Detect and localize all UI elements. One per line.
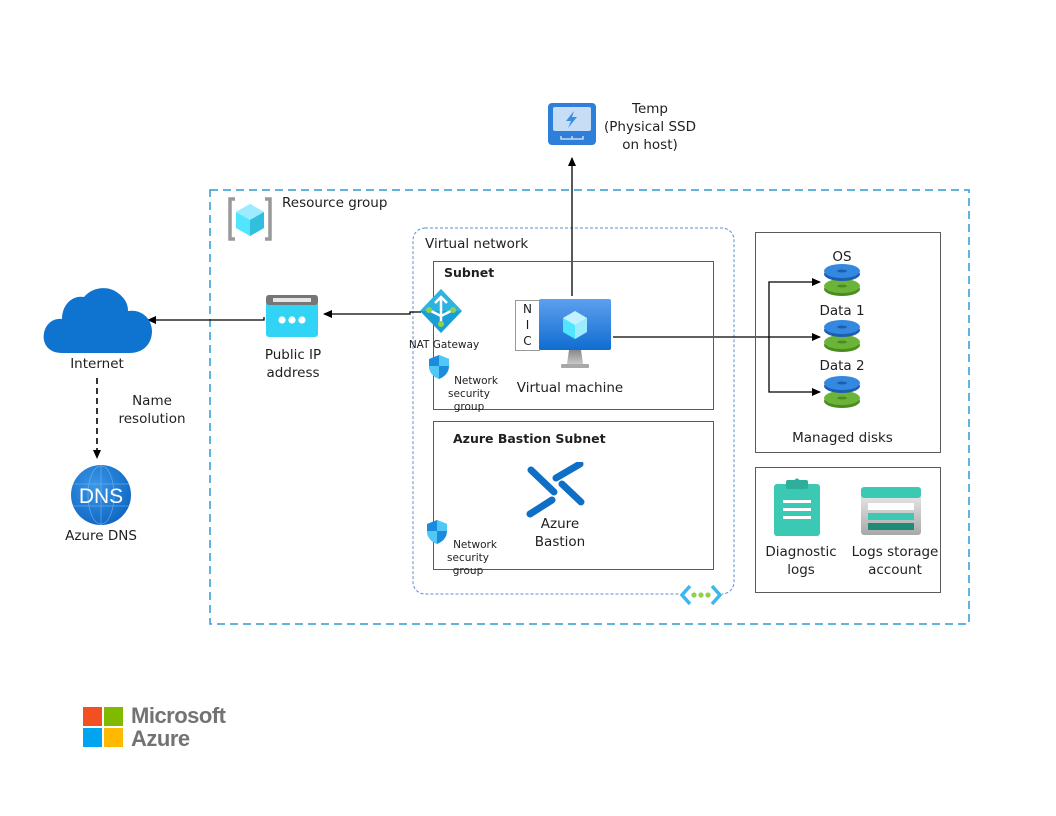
subnet-box [433, 261, 714, 410]
public-ip-to-internet-arrow [147, 316, 265, 324]
disk-os-icon[interactable] [823, 262, 861, 298]
temp-ssd-label: Temp (Physical SSD on host) [600, 100, 700, 154]
logs-storage-account-icon[interactable] [860, 486, 922, 536]
public-ip-line1: Public IP [264, 347, 322, 363]
temp-ssd-icon [547, 102, 597, 146]
bastion-line1: Azure [540, 516, 580, 532]
public-ip-icon[interactable] [265, 294, 319, 338]
bastion-nsg-line1: Network [453, 539, 497, 551]
resource-group-boundary [209, 189, 970, 625]
disk-data1-icon[interactable] [823, 318, 861, 354]
internet-label: Internet [70, 356, 124, 372]
resource-group-label: Resource group [282, 195, 388, 211]
microsoft-logo-icon [83, 707, 123, 747]
internet-cloud-icon[interactable] [42, 285, 154, 355]
name-resolution-line2: resolution [118, 411, 186, 427]
temp-label-line3: on host) [622, 137, 678, 153]
azure-dns-label: Azure DNS [65, 528, 137, 544]
nsg-line2: security group [448, 388, 490, 413]
dns-icon-text: DNS [79, 485, 123, 508]
virtual-machine-icon[interactable] [539, 299, 611, 371]
logs-storage-label: Logs storage account [846, 543, 944, 579]
virtual-network-label: Virtual network [425, 236, 529, 252]
virtual-machine-label: Virtual machine [516, 380, 624, 396]
nsg-line1: Network [454, 375, 498, 387]
nic-letter-n: N [523, 302, 532, 316]
disk-os-arrow [768, 278, 821, 337]
bastion-subnet-label: Azure Bastion Subnet [453, 431, 606, 446]
diagnostic-logs-label: Diagnostic logs [758, 543, 844, 579]
azure-bastion-icon[interactable] [526, 460, 586, 518]
managed-disks-box [755, 232, 941, 453]
diagnostic-line1: Diagnostic [765, 544, 837, 560]
disk-data2-icon[interactable] [823, 374, 861, 410]
azure-dns-icon[interactable]: DNS [70, 464, 132, 526]
azure-bastion-label: Azure Bastion [520, 515, 600, 551]
virtual-network-icon [679, 584, 723, 606]
disk-data2-arrow [768, 337, 821, 396]
bastion-nsg-shield-icon [426, 519, 448, 545]
nat-gateway-icon[interactable] [419, 288, 463, 334]
name-resolution-line1: Name [132, 393, 172, 409]
temp-label-line1: Temp [632, 101, 668, 117]
nic-letter-c: C [523, 334, 532, 348]
nic-letter-i: I [525, 318, 530, 332]
managed-disks-label: Managed disks [792, 430, 893, 446]
nsg-shield-icon [428, 354, 450, 380]
storage-line2: account [868, 562, 922, 578]
storage-line1: Logs storage [851, 544, 939, 560]
logs-box [755, 467, 941, 593]
disk-os-label: OS [832, 249, 852, 265]
diagnostic-line2: logs [787, 562, 815, 578]
subnet-nsg-label: Network security group [432, 375, 506, 414]
public-ip-line2: address [266, 365, 320, 381]
bastion-line2: Bastion [534, 534, 586, 550]
nic-box[interactable]: N I C [515, 300, 540, 351]
brand-microsoft: Microsoft [131, 703, 226, 728]
disk-data2-label: Data 2 [819, 358, 865, 374]
diagnostic-logs-icon[interactable] [772, 478, 822, 538]
resource-group-icon [226, 196, 274, 242]
subnet-label: Subnet [444, 265, 495, 280]
nat-gateway-label: NAT Gateway [408, 339, 480, 351]
bastion-subnet-box [433, 421, 714, 570]
temp-label-line2: (Physical SSD [603, 119, 696, 135]
bastion-nsg-line2: security group [447, 552, 489, 577]
virtual-network-boundary [412, 227, 735, 595]
brand-azure: Azure [131, 726, 190, 751]
public-ip-label: Public IP address [250, 346, 336, 382]
name-resolution-label: Name resolution [112, 392, 192, 428]
bastion-nsg-label: Network security group [431, 539, 505, 578]
disk-data1-label: Data 1 [819, 303, 865, 319]
nat-to-public-ip-arrow [323, 310, 421, 318]
